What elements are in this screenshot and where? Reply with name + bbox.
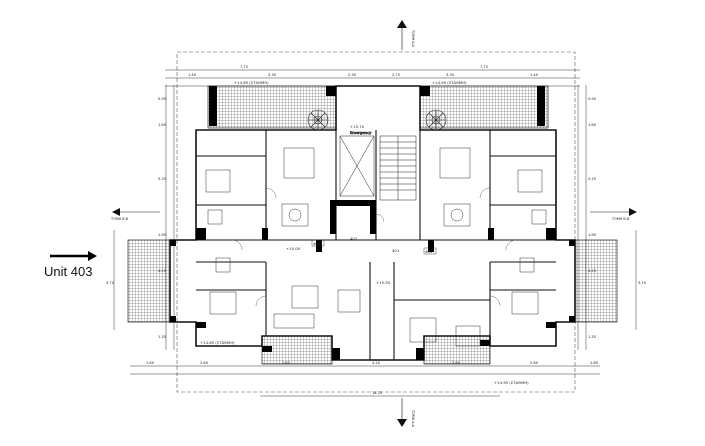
- svg-text:5.25: 5.25: [588, 177, 596, 181]
- section-marker-bottom: TOMH A-A: [397, 398, 415, 428]
- elevator-shaft: Emergency: [339, 130, 375, 197]
- svg-text:404: 404: [425, 249, 433, 254]
- svg-text:+14.95 (ΣΤΑΘΜΗ): +14.95 (ΣΤΑΘΜΗ): [494, 380, 529, 385]
- svg-text:1.60: 1.60: [588, 233, 597, 237]
- svg-text:1.60: 1.60: [588, 123, 597, 127]
- svg-text:2.60: 2.60: [200, 361, 209, 365]
- svg-text:1.80: 1.80: [146, 361, 155, 365]
- section-marker-top: TOMH A-A: [397, 20, 415, 50]
- furniture: [205, 147, 547, 347]
- spiral-stair-right: [425, 109, 447, 131]
- terrace-areas: [127, 85, 618, 365]
- svg-text:TOMH B-B: TOMH B-B: [110, 217, 129, 221]
- svg-text:401: 401: [392, 248, 400, 253]
- bottom-dimension-lines: [130, 365, 600, 397]
- svg-text:Emergency: Emergency: [350, 130, 372, 135]
- svg-text:1.35: 1.35: [158, 335, 166, 339]
- section-marker-left: TOMH B-B: [110, 208, 160, 221]
- svg-text:3.30: 3.30: [446, 73, 455, 77]
- svg-text:14.25: 14.25: [372, 391, 382, 395]
- top-dimension-labels: 7.75 7.75 1.40 3.30 2.30 2.75 3.30 1.40: [188, 65, 539, 77]
- top-dimension-lines: [165, 69, 580, 87]
- room-codes: 403 402 401 404: [311, 236, 437, 255]
- svg-text:1.80: 1.80: [590, 361, 599, 365]
- svg-text:2.30: 2.30: [348, 73, 357, 77]
- svg-text:+14.65 (ΣΤΑΘΜΗ): +14.65 (ΣΤΑΘΜΗ): [200, 340, 235, 345]
- svg-text:1.60: 1.60: [158, 233, 167, 237]
- svg-text:1.40: 1.40: [188, 73, 197, 77]
- property-boundary: [176, 51, 576, 393]
- svg-text:+15.50: +15.50: [376, 280, 391, 285]
- svg-text:5.25: 5.25: [158, 177, 166, 181]
- svg-text:1.35: 1.35: [588, 335, 596, 339]
- svg-text:0.90: 0.90: [158, 97, 167, 101]
- svg-text:1.40: 1.40: [530, 73, 539, 77]
- svg-text:+15.70: +15.70: [350, 124, 365, 129]
- spiral-stair-left: [307, 109, 329, 131]
- svg-text:3.30: 3.30: [268, 73, 277, 77]
- unit-callout-label: Unit 403: [44, 264, 93, 279]
- svg-text:7.75: 7.75: [240, 65, 248, 69]
- svg-text:0.90: 0.90: [588, 97, 597, 101]
- svg-text:7.75: 7.75: [480, 65, 488, 69]
- svg-text:1.60: 1.60: [158, 123, 167, 127]
- svg-text:3.70: 3.70: [638, 281, 647, 285]
- door-swings: [231, 187, 517, 307]
- svg-text:+14.65 (ΣΤΑΘΜΗ): +14.65 (ΣΤΑΘΜΗ): [234, 80, 269, 85]
- svg-text:+14.95 (ΣΤΑΘΜΗ): +14.95 (ΣΤΑΘΜΗ): [432, 80, 467, 85]
- svg-text:403: 403: [313, 241, 321, 246]
- stair-core: [379, 135, 417, 201]
- unit-pointer-arrow: [50, 251, 97, 261]
- svg-text:+15.00: +15.00: [286, 246, 301, 251]
- svg-text:2.60: 2.60: [530, 361, 539, 365]
- interior-walls: [196, 130, 556, 360]
- level-annotations: +14.65 (ΣΤΑΘΜΗ) +14.95 (ΣΤΑΘΜΗ) +15.70 +…: [200, 80, 529, 385]
- svg-text:4.20: 4.20: [372, 361, 381, 365]
- svg-text:2.75: 2.75: [392, 73, 400, 77]
- svg-text:TOMH B-B: TOMH B-B: [611, 217, 630, 221]
- svg-text:402: 402: [350, 236, 358, 241]
- section-marker-right: TOMH B-B: [590, 208, 637, 221]
- svg-text:TOMH A-A: TOMH A-A: [411, 29, 415, 48]
- svg-text:3.70: 3.70: [106, 281, 115, 285]
- svg-text:TOMH A-A: TOMH A-A: [411, 409, 415, 428]
